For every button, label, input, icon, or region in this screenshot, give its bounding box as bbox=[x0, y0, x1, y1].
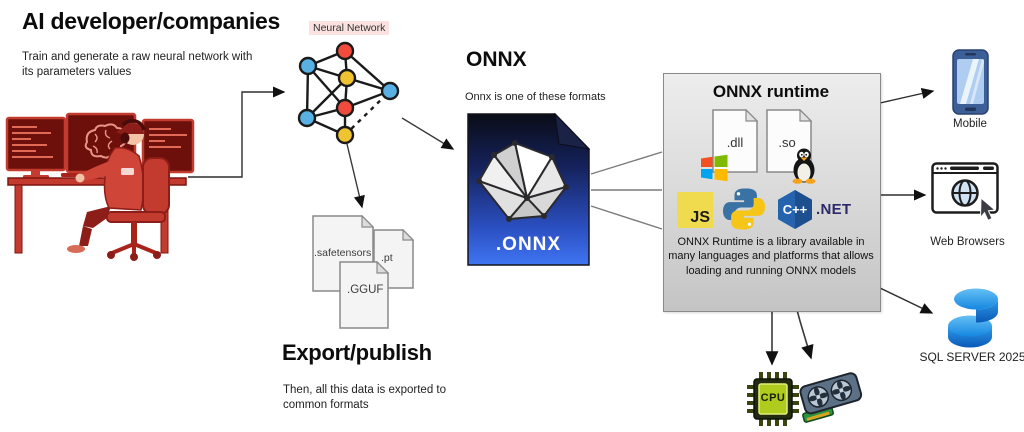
line-onnx-to-runtime-top bbox=[590, 151, 663, 175]
sql-server-icon bbox=[948, 288, 998, 348]
left-monitor-icon bbox=[5, 116, 67, 179]
mobile-label: Mobile bbox=[953, 118, 987, 130]
gguf-label: .GGUF bbox=[347, 284, 384, 296]
arrow-developer-to-network bbox=[188, 86, 286, 178]
javascript-logo-icon: JS bbox=[677, 192, 713, 228]
mobile-phone-icon bbox=[952, 49, 989, 115]
person bbox=[67, 118, 146, 253]
runtime-heading: ONNX runtime bbox=[712, 82, 830, 101]
onnx-file-label: .ONNX bbox=[495, 234, 562, 255]
sql-server-label: SQL SERVER 2025 bbox=[919, 350, 1024, 364]
runtime-description: ONNX Runtime is a library available in m… bbox=[668, 236, 874, 277]
cursor-icon bbox=[979, 196, 997, 221]
globe-icon bbox=[951, 179, 979, 207]
developer-heading: AI developer/companies bbox=[22, 8, 280, 34]
arrow-runtime-to-gpu bbox=[796, 309, 814, 360]
nn-node-red-top bbox=[335, 41, 355, 61]
nn-node-red-mid bbox=[335, 98, 355, 118]
line-onnx-to-runtime-bottom bbox=[590, 205, 663, 230]
export-description: Then, all this data is exported to commo… bbox=[283, 384, 447, 412]
dll-label: .dll bbox=[726, 135, 744, 150]
headphones-icon bbox=[121, 118, 146, 131]
cpp-logo-icon: C++ bbox=[776, 189, 814, 230]
nn-node-yellow-bottom bbox=[335, 125, 355, 145]
cpp-logo-text: C++ bbox=[782, 202, 808, 217]
windows-logo-icon bbox=[701, 154, 728, 182]
nn-node-yellow-mid bbox=[337, 68, 357, 88]
onnx-subtitle: Onnx is one of these formats bbox=[465, 91, 606, 103]
neural-network-label: Neural Network bbox=[309, 21, 390, 35]
arrow-runtime-to-sql bbox=[879, 287, 934, 314]
onnx-heading: ONNX bbox=[466, 48, 527, 71]
dotnet-label: .NET bbox=[816, 201, 852, 218]
gguf-file-icon bbox=[339, 261, 389, 329]
person-at-computer-illustration bbox=[5, 112, 195, 261]
web-browsers-label: Web Browsers bbox=[930, 236, 1005, 248]
gpu-card-icon bbox=[799, 372, 863, 423]
linux-tux-icon bbox=[792, 148, 816, 184]
arrow-runtime-to-mobile bbox=[879, 88, 935, 104]
pt-label: .pt bbox=[381, 252, 393, 264]
onnx-polyhedron-icon bbox=[476, 140, 569, 222]
javascript-logo-text: JS bbox=[690, 209, 710, 226]
so-label: .so bbox=[778, 135, 796, 150]
nn-node-blue-bottom-left bbox=[297, 108, 317, 128]
web-browser-icon bbox=[931, 162, 999, 221]
neural-network-diagram bbox=[297, 41, 400, 145]
python-logo-icon bbox=[723, 188, 765, 230]
arrow-network-to-onnx-file bbox=[401, 117, 455, 150]
safetensors-label: .safetensors bbox=[314, 247, 372, 259]
nn-node-blue-top-left bbox=[298, 56, 318, 76]
office-chair-icon bbox=[106, 157, 170, 261]
onnx-file-icon bbox=[467, 113, 590, 266]
cpu-chip-label: CPU bbox=[760, 392, 786, 404]
export-heading: Export/publish bbox=[282, 340, 432, 365]
cpu-chip-icon bbox=[747, 372, 799, 426]
arrow-network-to-exports bbox=[346, 143, 365, 209]
developer-description: Train and generate a raw neural network … bbox=[22, 51, 253, 79]
nn-node-blue-right bbox=[380, 81, 400, 101]
